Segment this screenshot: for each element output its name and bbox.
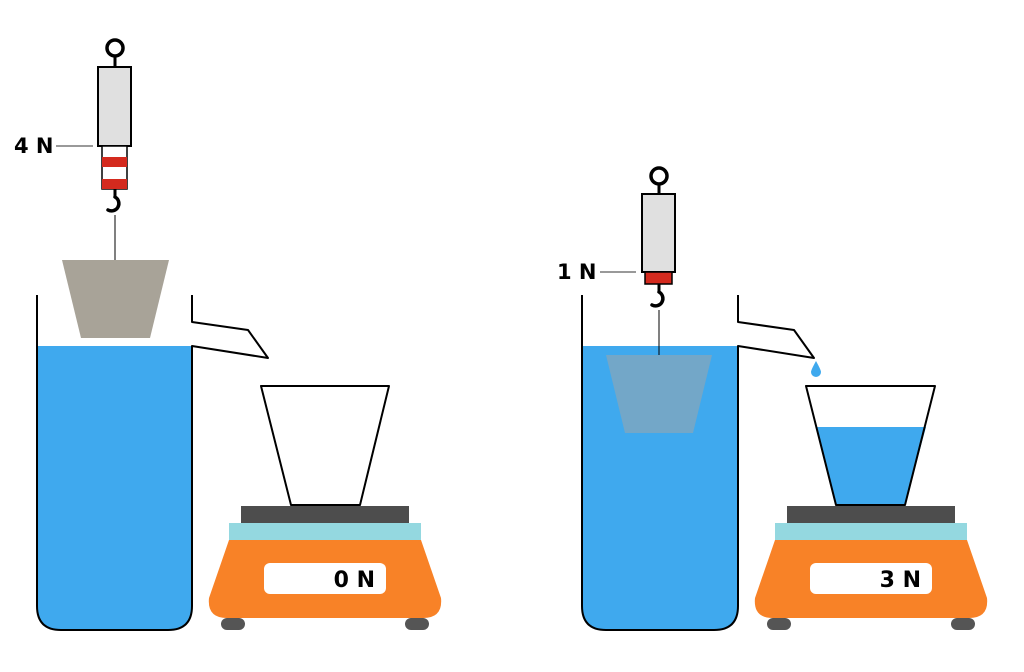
left-balance-foot: [405, 618, 429, 630]
right-balance-top: [775, 523, 967, 540]
right-scale-marker: [644, 271, 673, 285]
left-scale-marker: [102, 157, 127, 167]
right-cup-water: [817, 427, 926, 505]
right-balance-display: [810, 563, 932, 594]
right-spring-scale: [641, 166, 676, 308]
left-balance-display: [264, 563, 386, 594]
right-balance-reading: 3 N: [880, 568, 921, 593]
water-drop: [811, 361, 821, 377]
right-beaker-water: [582, 346, 738, 630]
right-balance: 3 N: [754, 506, 988, 630]
left-balance: 0 N: [208, 506, 442, 630]
left-balance-pan: [241, 506, 409, 523]
right-balance-foot: [767, 618, 791, 630]
left-scene: 4 N 0 N: [14, 38, 442, 631]
left-balance-reading: 0 N: [334, 568, 375, 593]
right-scene: 1 N 3 N: [557, 166, 988, 631]
right-balance-foot: [951, 618, 975, 630]
left-scale-marker: [102, 179, 127, 189]
right-catch-cup: [805, 385, 936, 506]
right-spring-reading: 1 N: [557, 260, 597, 284]
left-balance-top: [229, 523, 421, 540]
left-scale-body: [97, 66, 132, 147]
right-scale-body: [641, 193, 676, 273]
left-spring-scale: [97, 38, 132, 213]
left-scale-hook: [106, 195, 121, 213]
right-overflow-beaker: [581, 295, 815, 631]
left-balance-foot: [221, 618, 245, 630]
right-balance-pan: [787, 506, 955, 523]
left-overflow-beaker: [36, 295, 269, 631]
left-beaker-outline: [36, 295, 269, 631]
right-scale-hook: [650, 290, 665, 308]
left-catch-cup: [260, 385, 390, 506]
right-scale-ring: [649, 166, 669, 186]
right-object-submerged: [606, 355, 712, 433]
left-object: [62, 260, 169, 338]
left-scale-ring: [105, 38, 125, 58]
left-spring-reading: 4 N: [14, 134, 54, 158]
right-beaker-outline: [581, 295, 815, 631]
left-beaker-water: [37, 346, 192, 630]
